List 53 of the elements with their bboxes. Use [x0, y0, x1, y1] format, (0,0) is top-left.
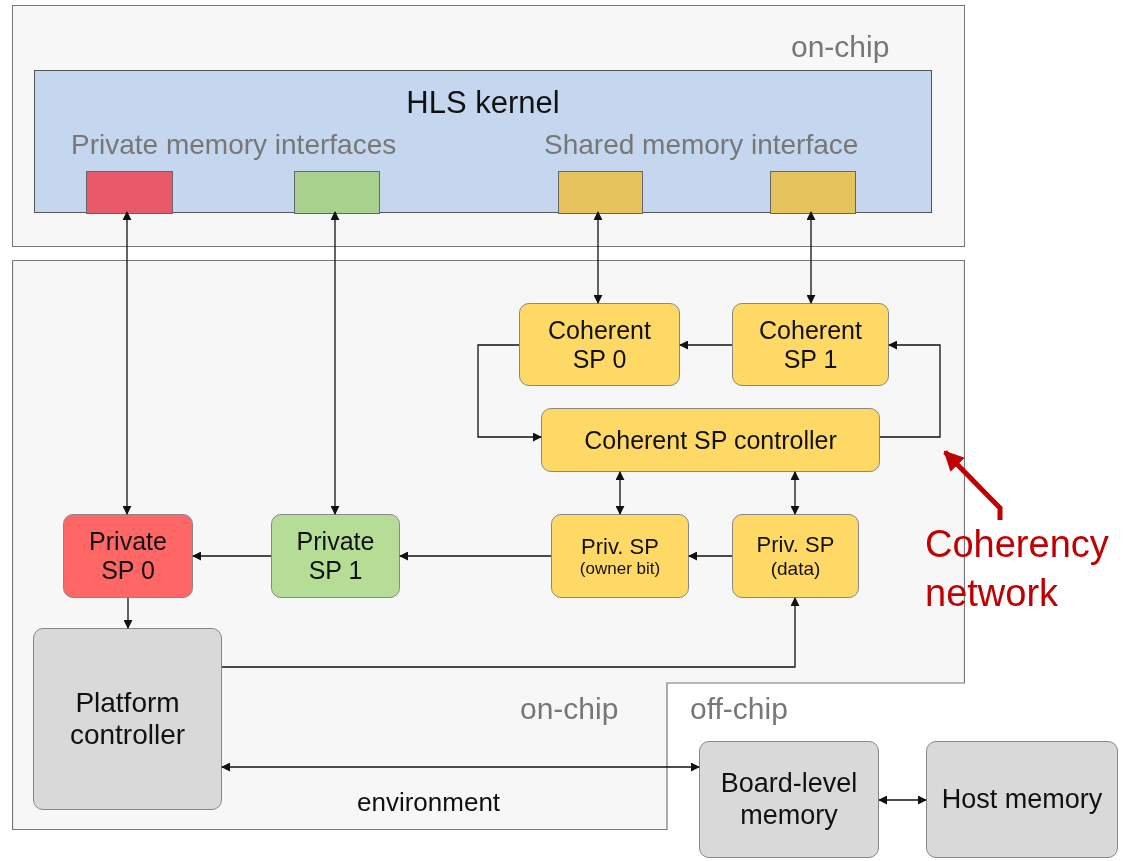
box-label: Priv. SP [580, 533, 660, 559]
arrow [593, 211, 603, 304]
process-box [699, 741, 879, 858]
port-block [294, 171, 380, 214]
box-label: environment [357, 788, 501, 818]
arrow [477, 344, 542, 442]
box-label: Shared memory interface [544, 129, 859, 162]
callout-label: Coherency network [925, 520, 1137, 622]
box-label: Private SP 1 [295, 527, 376, 585]
box-label: Coherent SP 1 [758, 315, 863, 374]
arrow [221, 762, 700, 772]
region-panel [12, 5, 965, 247]
box-label: on-chip [520, 692, 619, 727]
arrow [878, 795, 927, 805]
process-box [541, 408, 880, 472]
box-label: Priv. SP [755, 532, 836, 558]
process-box [732, 514, 859, 598]
arrow [615, 471, 625, 515]
arrow [399, 551, 552, 561]
kernel-panel [34, 70, 932, 213]
arrow [330, 211, 340, 515]
process-box [33, 628, 222, 810]
region-label: off-chip [690, 692, 788, 726]
arrow [192, 551, 272, 561]
arrow [879, 340, 941, 438]
arrow [123, 597, 133, 629]
process-box [63, 514, 193, 598]
leader-arrow [943, 450, 1003, 520]
box-label: (data) [769, 557, 822, 580]
arrow [790, 471, 800, 515]
arrow [688, 551, 733, 561]
process-box [551, 514, 689, 598]
box-label: on-chip [791, 30, 890, 65]
arrow [122, 211, 132, 515]
arrow [679, 340, 733, 350]
process-box [732, 303, 889, 386]
port-block [770, 171, 856, 214]
box-label: Private SP 0 [88, 527, 168, 585]
box-label: Coherent SP controller [583, 425, 838, 455]
process-box [271, 514, 400, 598]
port-block [558, 171, 643, 214]
process-box [519, 303, 680, 386]
box-label: HLS kernel [406, 85, 560, 121]
box-label: Board-level memory [719, 768, 859, 831]
box-label: (owner bit) [578, 558, 662, 579]
process-box [926, 741, 1118, 858]
arrow [806, 211, 816, 304]
arrow [221, 597, 800, 668]
box-label: Coherent SP 0 [547, 315, 652, 374]
box-label: Host memory [940, 783, 1104, 815]
box-label: Private memory interfaces [71, 129, 397, 162]
box-label: Platform controller [68, 686, 187, 752]
port-block [86, 171, 173, 214]
